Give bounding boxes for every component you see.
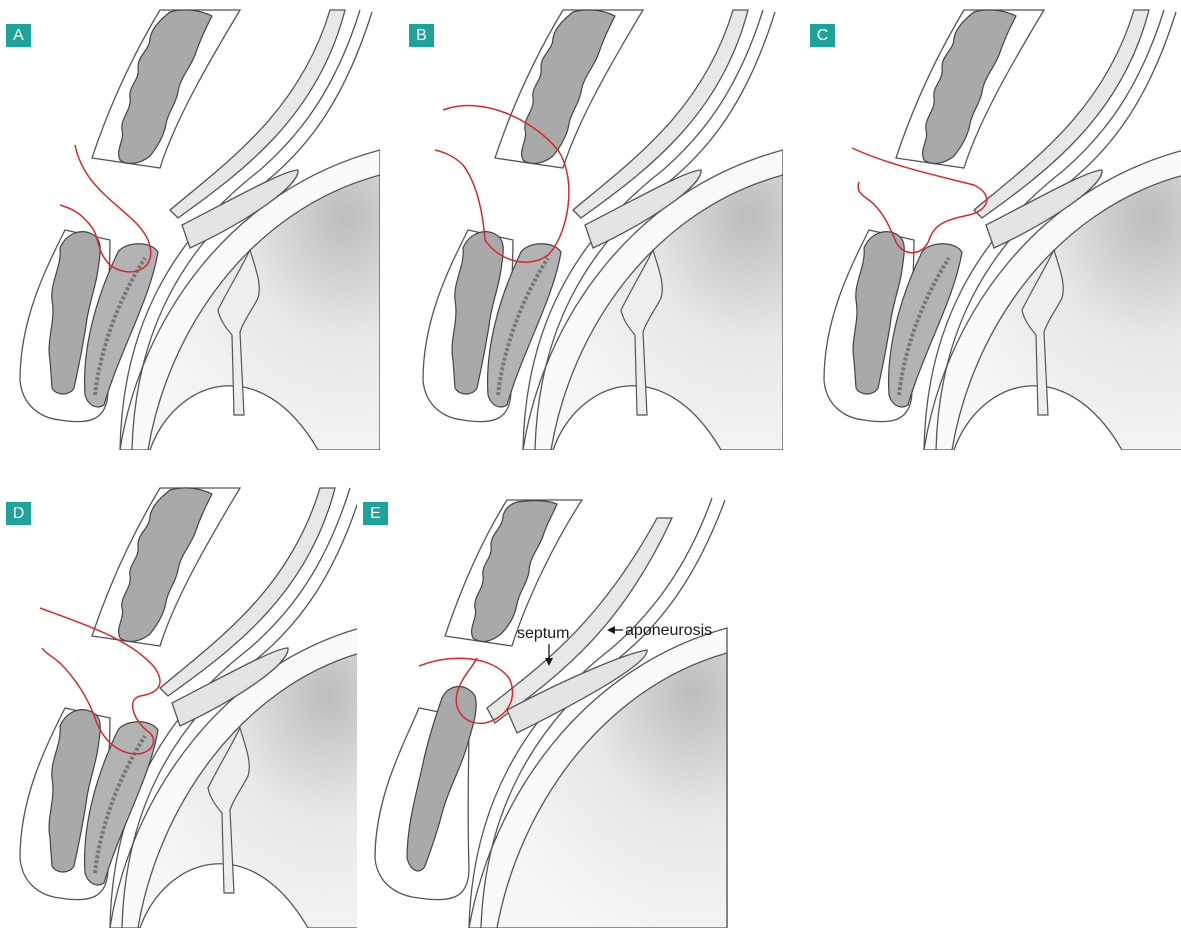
panel-label-b: B bbox=[409, 24, 434, 47]
panel-b: B bbox=[403, 0, 783, 450]
upper-tissue bbox=[495, 10, 643, 168]
eyelid-diagram-d bbox=[0, 478, 380, 928]
panel-label-e: E bbox=[363, 502, 388, 525]
panel-a: A bbox=[0, 0, 380, 450]
upper-tissue bbox=[92, 10, 240, 168]
panel-e: E septum aponeu bbox=[357, 478, 737, 928]
aponeurosis-label: aponeurosis bbox=[625, 622, 712, 639]
panel-label-a: A bbox=[6, 24, 31, 47]
eyelid-diagram-b bbox=[403, 0, 783, 450]
upper-tissue bbox=[92, 488, 240, 646]
panel-c: C bbox=[804, 0, 1181, 450]
panel-d: D bbox=[0, 478, 380, 928]
lower-tissue bbox=[375, 686, 476, 899]
eyelid-diagram-c bbox=[804, 0, 1181, 450]
eyelid-diagram-e: septum aponeurosis bbox=[357, 478, 737, 928]
septum-label: septum bbox=[517, 625, 569, 642]
upper-tissue bbox=[896, 10, 1044, 168]
eyelid-diagram-a bbox=[0, 0, 380, 450]
aponeurosis-annotation: aponeurosis bbox=[607, 622, 712, 639]
panel-label-c: C bbox=[810, 24, 835, 47]
panel-label-d: D bbox=[6, 502, 31, 525]
